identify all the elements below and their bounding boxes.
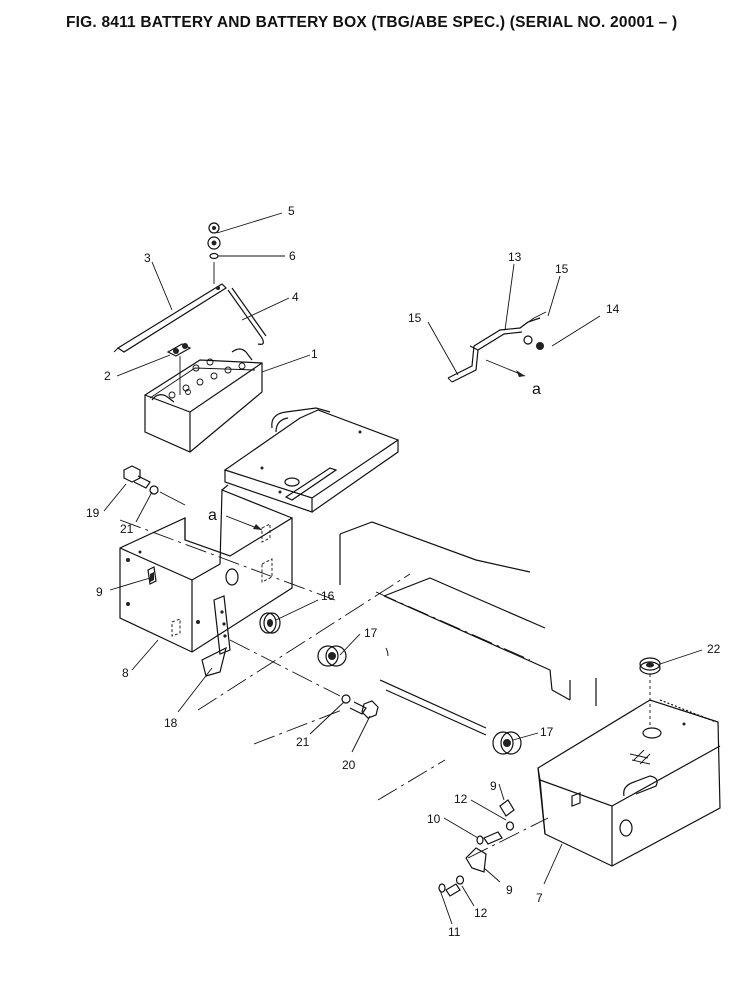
battery-clamp-assembly	[447, 311, 547, 383]
hook-bolt	[227, 287, 267, 345]
callout-19: 19	[86, 506, 100, 520]
hold-down-rod	[113, 283, 227, 353]
callout-6: 6	[289, 249, 296, 263]
bolt-and-washer-bottom	[341, 694, 379, 719]
bolt-and-washer-top	[123, 465, 186, 506]
callout-14: 14	[606, 302, 620, 316]
callout-9-left: 9	[96, 585, 103, 599]
callout-4: 4	[292, 290, 299, 304]
figure-title: FIG. 8411 BATTERY AND BATTERY BOX (TBG/A…	[66, 14, 678, 31]
grommet-17-lower	[492, 731, 522, 755]
callout-8: 8	[122, 666, 129, 680]
callout-17-lower: 17	[540, 725, 554, 739]
callout-labels: 5 6 3 4 1 2 13 15 15 14 a a 19 21 9 8 18…	[86, 204, 721, 939]
callout-12-lower: 12	[474, 906, 488, 920]
callout-9-lower: 9	[506, 883, 513, 897]
battery	[144, 348, 263, 453]
bracket-and-bolts-lower	[438, 799, 515, 897]
center-lines	[119, 519, 549, 859]
callout-18: 18	[164, 716, 178, 730]
callout-5: 5	[288, 204, 295, 218]
leader-lines	[103, 212, 703, 925]
battery-box-left	[119, 484, 293, 653]
grommet-17-upper	[317, 645, 347, 667]
callout-15-top: 15	[555, 262, 569, 276]
callout-16: 16	[321, 589, 335, 603]
callout-22: 22	[707, 642, 721, 656]
callout-21-top: 21	[120, 522, 134, 536]
grommet-16	[259, 612, 281, 634]
callout-12-upper: 12	[454, 792, 468, 806]
nut-and-washer	[207, 222, 221, 284]
callout-15-left: 15	[408, 311, 422, 325]
callout-7: 7	[536, 891, 543, 905]
battery-box-right	[537, 699, 721, 867]
callout-9-upper: 9	[490, 779, 497, 793]
grommet-22	[639, 657, 661, 728]
ref-a-upper: a	[532, 381, 541, 398]
callout-2: 2	[104, 369, 111, 383]
callout-11: 11	[448, 925, 461, 939]
callout-10: 10	[427, 812, 441, 826]
callout-13: 13	[508, 250, 522, 264]
callout-1: 1	[311, 347, 318, 361]
callout-17-upper: 17	[364, 626, 378, 640]
ref-a-lower: a	[208, 507, 217, 524]
mounting-bracket	[201, 595, 231, 677]
terminal-clamp	[166, 343, 192, 395]
battery-tray	[223, 407, 400, 513]
callout-3: 3	[144, 251, 151, 265]
callout-21-bottom: 21	[296, 735, 310, 749]
frame-member	[339, 521, 597, 736]
callout-20: 20	[342, 758, 356, 772]
